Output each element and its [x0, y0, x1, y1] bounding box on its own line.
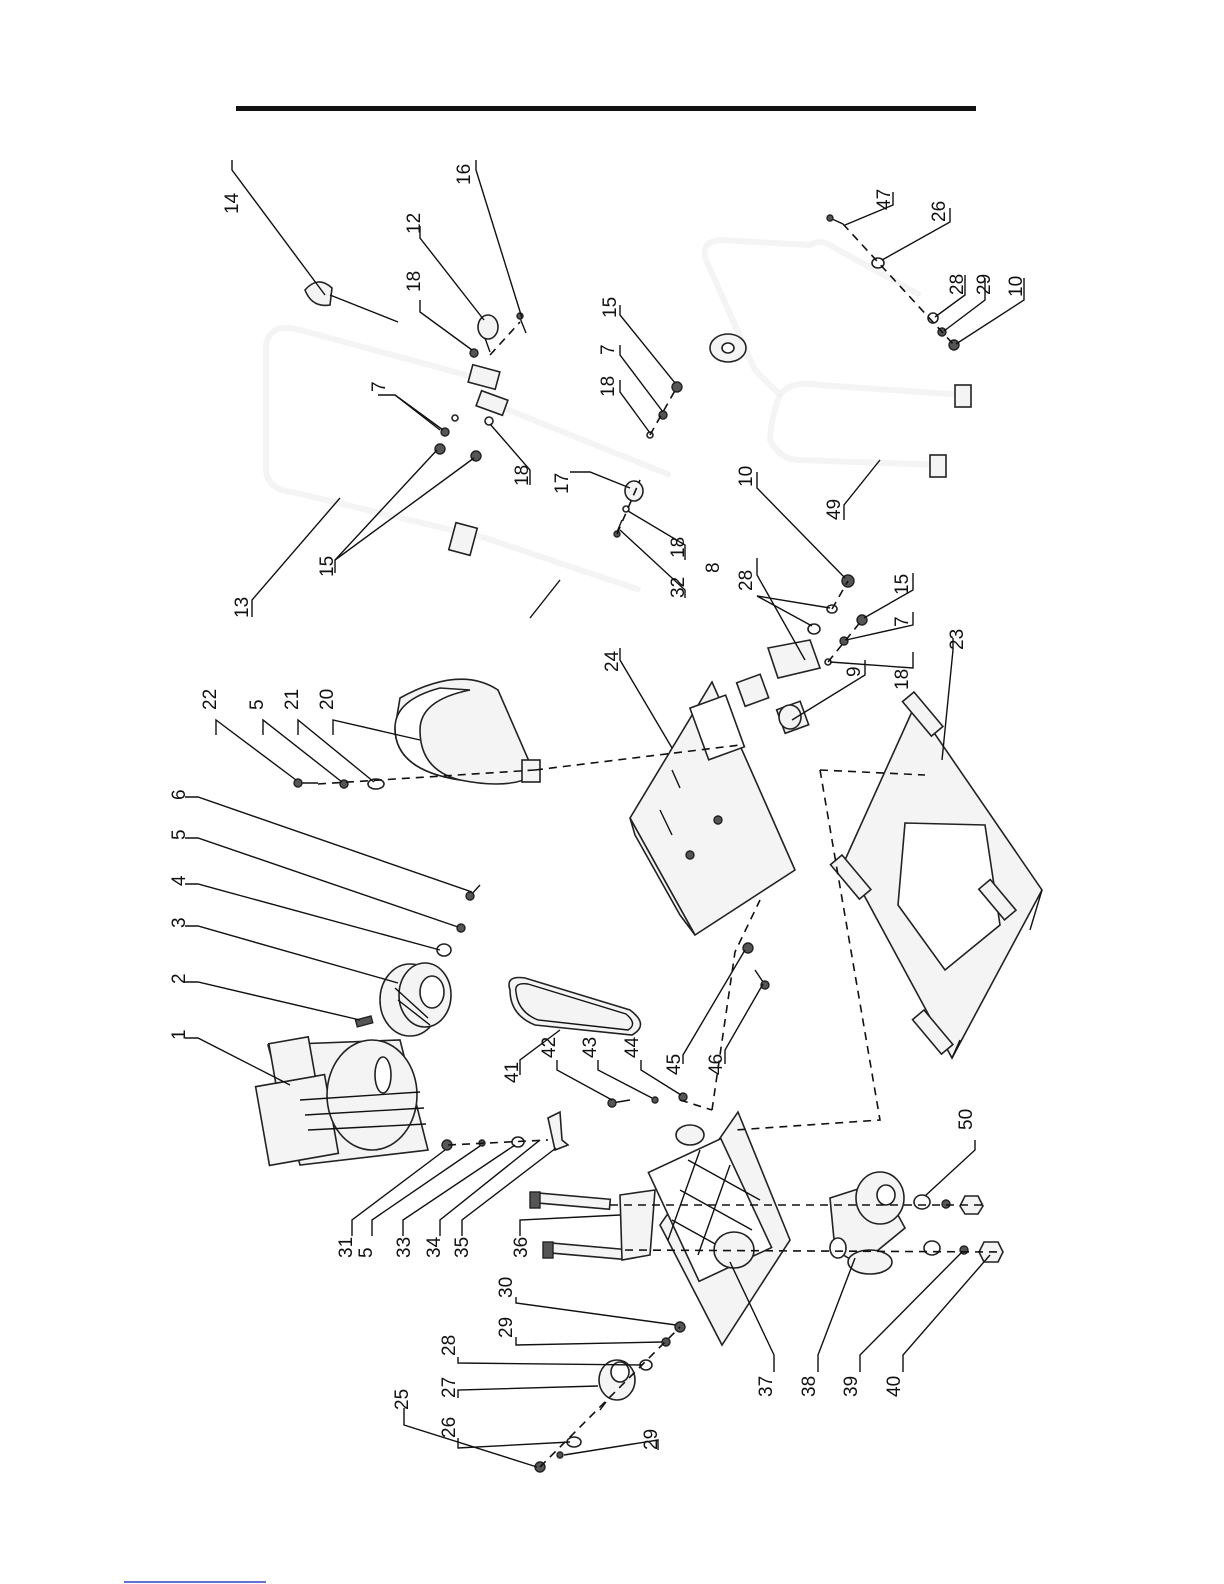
callout-44: 44: [622, 1036, 643, 1058]
callout-1: 1: [169, 1029, 190, 1040]
callout-39: 39: [841, 1376, 862, 1397]
callout-30: 30: [496, 1277, 517, 1298]
part-motor: [256, 1037, 428, 1166]
callout-24: 24: [602, 650, 623, 672]
callout-40: 40: [884, 1376, 905, 1397]
callout-46: 46: [706, 1054, 727, 1075]
part-bolt-32: [614, 520, 622, 537]
callout-5-a: 5: [169, 829, 190, 840]
part-vibrator-housing: [648, 1112, 790, 1345]
callout-36: 36: [511, 1237, 532, 1258]
callout-18-c: 18: [668, 537, 689, 558]
callout-34: 34: [424, 1236, 445, 1258]
callout-37: 37: [756, 1376, 777, 1397]
callout-14: 14: [222, 192, 243, 214]
parts-artwork: [256, 215, 1042, 1472]
callout-28-b: 28: [736, 570, 757, 591]
callout-7-b: 7: [598, 344, 619, 355]
callout-12: 12: [404, 213, 425, 234]
part-washer-18-handle-b: [452, 415, 458, 421]
callout-7-a: 7: [369, 381, 390, 392]
part-bracket-35: [548, 1112, 568, 1150]
callout-25: 25: [392, 1389, 413, 1410]
callout-6: 6: [169, 789, 190, 800]
part-washer-43: [652, 1097, 658, 1103]
callout-18-e: 18: [892, 669, 913, 690]
callout-8: 8: [703, 562, 724, 573]
part-knob: [478, 315, 498, 352]
part-screw-22: [294, 779, 318, 787]
callout-29-b: 29: [496, 1317, 517, 1338]
callout-15-c: 15: [892, 574, 913, 595]
callout-2: 2: [169, 973, 190, 984]
callout-41: 41: [502, 1062, 523, 1083]
callout-10-a: 10: [1006, 276, 1027, 297]
callout-5-b: 5: [247, 699, 268, 710]
callout-18-a: 18: [404, 271, 425, 292]
part-handle-lower: [476, 391, 670, 475]
callout-13: 13: [232, 597, 253, 618]
part-motor-pulley: [380, 963, 451, 1036]
callout-26-b: 26: [439, 1417, 460, 1438]
callout-15-a: 15: [317, 556, 338, 577]
callout-49: 49: [824, 499, 845, 520]
part-lockwasher-29-bottom: [557, 1452, 563, 1458]
part-bracket-8: [768, 640, 820, 678]
callout-16: 16: [454, 164, 475, 185]
part-bolt-6: [466, 885, 480, 900]
part-nut-5: [457, 924, 465, 932]
callout-29-a: 29: [974, 274, 995, 295]
part-nut-15-handle: [435, 444, 445, 454]
callout-43: 43: [580, 1037, 601, 1058]
callout-28-c: 28: [439, 1335, 460, 1356]
callout-7-c: 7: [892, 616, 913, 627]
part-bushing-17: [625, 481, 643, 501]
part-stand-frame: [705, 240, 971, 477]
part-exciter-pulley: [830, 1172, 905, 1274]
part-nut-15-right: [672, 382, 682, 392]
callout-18-d: 18: [598, 376, 619, 397]
callout-22: 22: [200, 689, 221, 710]
callout-5-c: 5: [356, 1247, 377, 1258]
callout-38: 38: [799, 1376, 820, 1397]
callout-33: 33: [394, 1237, 415, 1258]
part-washer-39b: [924, 1241, 940, 1255]
callout-50: 50: [956, 1109, 977, 1130]
part-bolt-47: [827, 215, 843, 224]
callout-15-b: 15: [600, 297, 621, 318]
callout-45: 45: [664, 1054, 685, 1075]
callout-35: 35: [452, 1237, 473, 1258]
callout-9: 9: [844, 666, 865, 677]
callout-42: 42: [539, 1037, 560, 1058]
part-long-bolts-36: [530, 1190, 655, 1260]
part-handle-upper: [266, 328, 640, 590]
part-washer-18-handle: [485, 417, 493, 425]
callout-20: 20: [317, 689, 338, 710]
callout-18-b: 18: [512, 465, 533, 486]
part-washer-50: [914, 1195, 930, 1209]
callout-29-c: 29: [641, 1429, 662, 1450]
part-belt-guard: [395, 679, 540, 784]
header-rule: [236, 106, 976, 111]
callout-3: 3: [169, 917, 190, 928]
part-lockwasher-50b: [942, 1200, 950, 1208]
callout-27: 27: [439, 1377, 460, 1398]
callout-23: 23: [947, 629, 968, 650]
callout-26-a: 26: [929, 201, 950, 222]
callout-32: 32: [668, 577, 689, 598]
callout-31: 31: [336, 1237, 357, 1258]
callout-21: 21: [282, 689, 303, 710]
part-key: [355, 1016, 372, 1027]
part-base-plate: [830, 692, 1042, 1058]
part-drive-belt: [509, 978, 641, 1036]
callout-4: 4: [169, 875, 190, 886]
callout-28-a: 28: [947, 274, 968, 295]
callout-17: 17: [552, 473, 573, 494]
callout-47: 47: [874, 189, 895, 210]
callout-10-b: 10: [736, 466, 757, 487]
